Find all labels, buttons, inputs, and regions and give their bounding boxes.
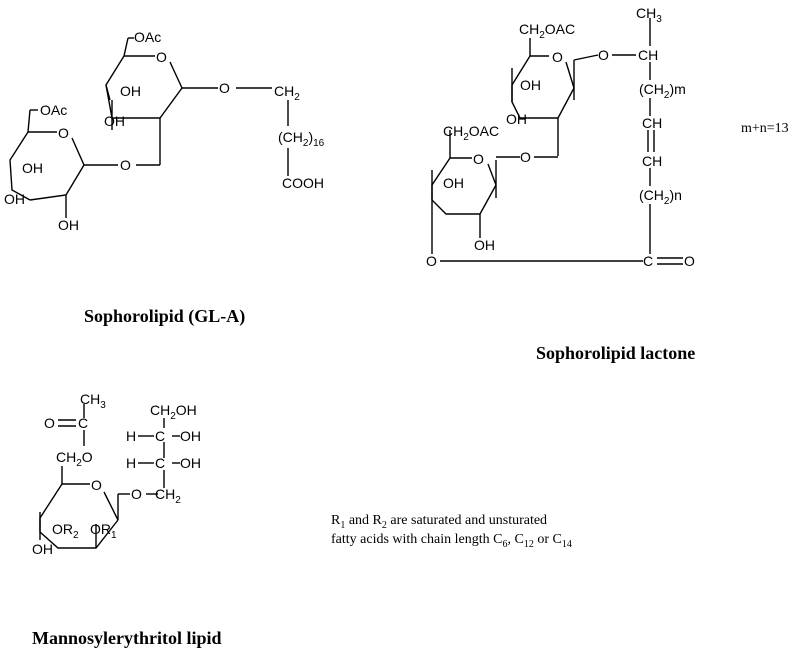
note-line-2: fatty acids with chain length C6, C12 or…	[331, 532, 572, 550]
lactone-ch2m: (CH2)m	[639, 81, 686, 101]
note-line-1: R1 and R2 are saturated and unsturated	[331, 513, 547, 531]
gla-o-link: O	[120, 157, 131, 173]
lactone-ch2oac-top: CH2OAC	[519, 21, 575, 41]
gla-o-ring-top: O	[156, 49, 167, 65]
lactone-ch-b: CH	[642, 153, 662, 169]
lactone-o-glyco: O	[598, 47, 609, 63]
mel-c2: C	[155, 455, 165, 471]
lactone-lower-ring	[431, 130, 683, 265]
gla-oh-d: OH	[4, 191, 25, 207]
mel-structure: CH3 O C CH2O O OR2 OR1 OH CH2OH H C OH H…	[32, 391, 201, 557]
mel-o-ring: O	[91, 477, 102, 493]
lactone-upper-ring-o-edge	[565, 61, 575, 89]
lactone-ch3: CH3	[636, 5, 662, 25]
lactone-oh-b: OH	[506, 111, 527, 127]
lactone-oh-c: OH	[443, 175, 464, 191]
lactone-upper-ring-body	[511, 55, 575, 119]
lactone-oh-a: OH	[520, 77, 541, 93]
mel-o-link: O	[131, 486, 142, 502]
caption-gla: Sophorolipid (GL-A)	[84, 306, 245, 327]
gla-oac-left: OAc	[40, 102, 67, 118]
gla-lower-ring-o-edge	[71, 137, 85, 166]
mel-ring-o-edge	[103, 491, 119, 521]
fatty-acid-note: R1 and R2 are saturated and unsturated f…	[331, 513, 572, 550]
lactone-o-ring-top: O	[552, 49, 563, 65]
mel-ch3: CH3	[80, 391, 106, 411]
gla-oac-top: OAc	[134, 29, 161, 45]
lactone-ch-top: CH	[638, 47, 658, 63]
gla-upper-ring-bottom	[105, 84, 183, 119]
gla-upper-ring-o-edge	[169, 61, 183, 89]
lactone-o-lactone: O	[426, 253, 437, 269]
lactone-ch2n: (CH2)n	[639, 187, 682, 207]
lactone-ch-a: CH	[642, 115, 662, 131]
lactone-carbonyl-c: C	[643, 253, 653, 269]
mel-carbonyl-c: C	[78, 415, 88, 431]
gla-lower-ring	[9, 109, 160, 218]
mel-carbonyl-o: O	[44, 415, 55, 431]
mel-or1: OR1	[90, 521, 117, 541]
gla-o-ring-left: O	[58, 125, 69, 141]
lactone-lower-ring-body	[431, 157, 497, 215]
lactone-ring-to-o-link	[573, 54, 599, 61]
mel-oh1: OH	[180, 428, 201, 444]
lactone-mn-note: m+n=13	[741, 121, 789, 136]
gla-oh-e: OH	[58, 217, 79, 233]
gla-lower-ring-left	[9, 109, 31, 201]
mel-h2: H	[126, 455, 136, 471]
mel-ch2-link: CH2	[155, 486, 181, 506]
mel-oh-ring: OH	[32, 541, 53, 557]
gla-structure: OAc O OH OH O CH2 (CH2)16 COOH OAc O OH …	[4, 29, 325, 233]
lactone-ch2oac-left: CH2OAC	[443, 123, 499, 143]
lactone-structure: CH2OAC O OH OH O CH3 CH (CH2)m CH CH (CH…	[426, 5, 789, 269]
lactone-oh-d: OH	[474, 237, 495, 253]
gla-ch2-top: CH2	[274, 83, 300, 103]
gla-upper-ring	[105, 37, 289, 176]
lactone-o-link: O	[520, 149, 531, 165]
caption-lactone: Sophorolipid lactone	[536, 343, 695, 363]
mel-oh2: OH	[180, 455, 201, 471]
mel-h1: H	[126, 428, 136, 444]
mel-bonds	[39, 404, 180, 549]
gla-cooh: COOH	[282, 175, 324, 191]
mel-c1: C	[155, 428, 165, 444]
lactone-carbonyl-o: O	[684, 253, 695, 269]
gla-ch2-chain: (CH2)16	[278, 129, 325, 149]
gla-oh-b: OH	[104, 113, 125, 129]
lactone-lower-ring-o-edge	[487, 163, 497, 186]
mel-ring-body	[39, 483, 119, 549]
gla-oh-a: OH	[120, 83, 141, 99]
lactone-upper-ring	[511, 18, 655, 254]
mel-or2: OR2	[52, 521, 79, 541]
lactone-o-ring-left: O	[473, 151, 484, 167]
gla-o-glyco: O	[219, 80, 230, 96]
mel-ch2o: CH2O	[56, 449, 93, 469]
caption-mel: Mannosylerythritol lipid	[32, 628, 222, 648]
mel-ch2oh: CH2OH	[150, 402, 197, 422]
gla-oh-c: OH	[22, 160, 43, 176]
